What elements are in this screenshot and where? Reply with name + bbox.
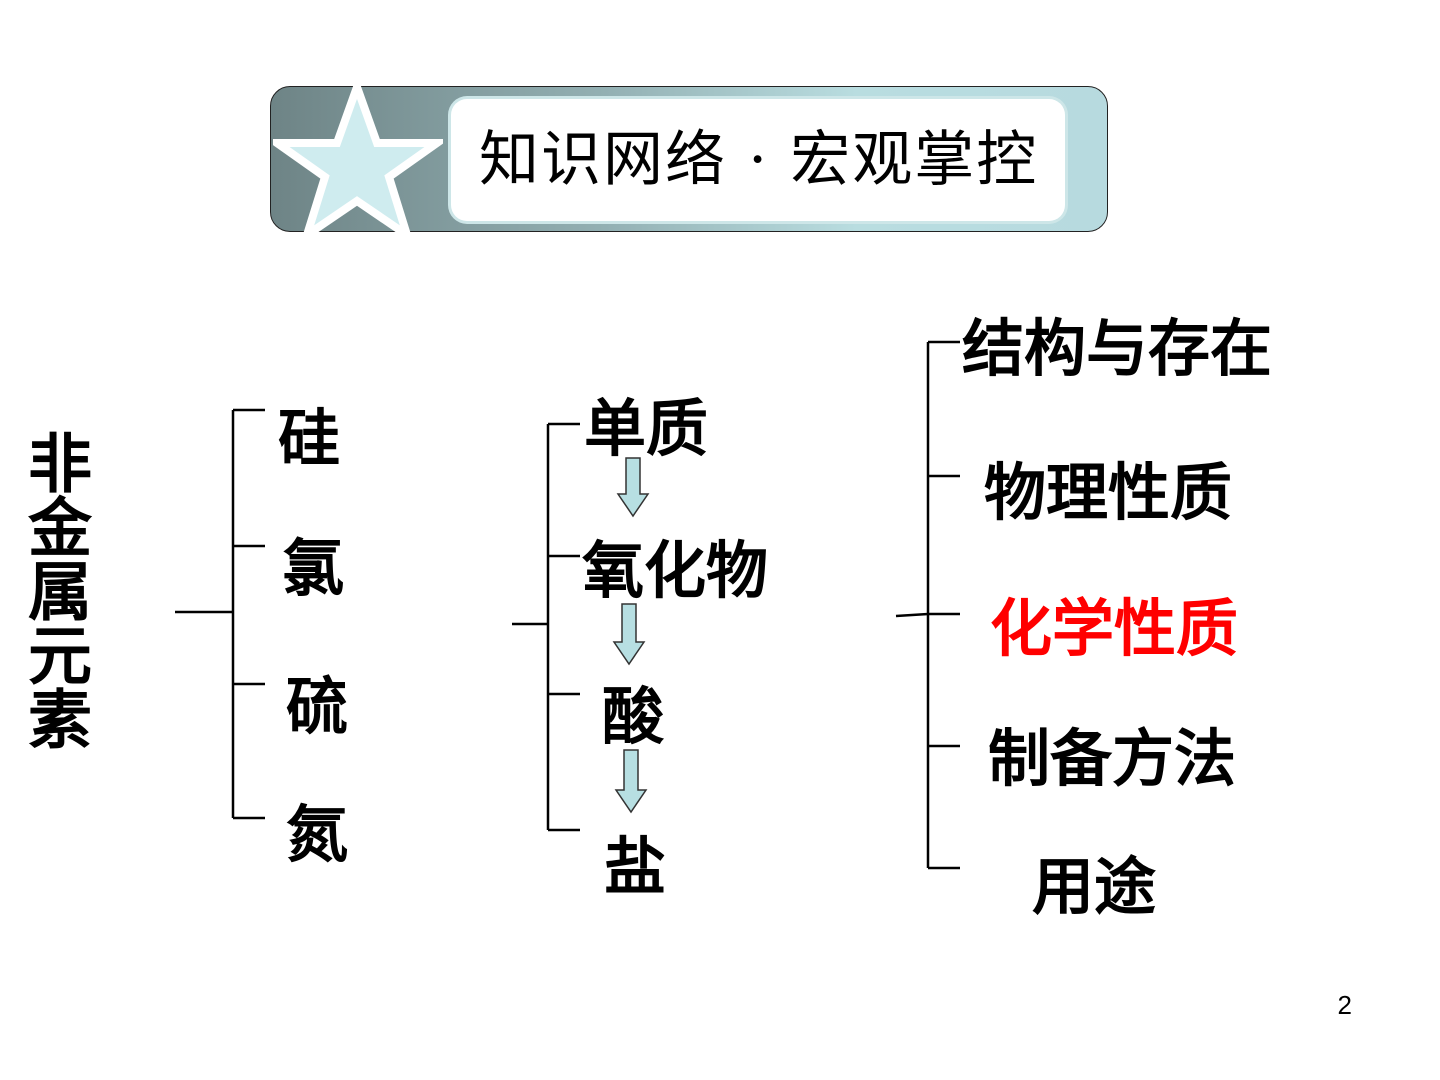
- aspect-label-highlighted: 化学性质: [990, 592, 1239, 665]
- aspect-label: 用途: [1032, 850, 1157, 923]
- substance-label: 单质: [584, 392, 709, 465]
- substance-label: 酸: [602, 680, 665, 753]
- aspect-label: 物理性质: [984, 456, 1233, 529]
- root-label: 非金属元素: [17, 430, 91, 750]
- element-label: 硅: [278, 402, 341, 475]
- element-label: 氯: [282, 532, 345, 605]
- arrow-down-icon: [614, 749, 648, 814]
- header-banner: 知识网络 · 宏观掌控: [270, 81, 1108, 241]
- aspect-label: 结构与存在: [962, 312, 1273, 385]
- arrow-down-icon: [616, 457, 650, 518]
- arrow-down-icon: [612, 603, 646, 666]
- element-label: 氮: [286, 798, 349, 871]
- page-title: 知识网络 · 宏观掌控: [479, 125, 1039, 195]
- substance-label: 氧化物: [582, 534, 769, 607]
- aspect-label: 制备方法: [988, 722, 1237, 795]
- star-icon: [273, 81, 443, 241]
- element-label: 硫: [286, 670, 349, 743]
- page-number: 2: [1337, 990, 1352, 1020]
- aspects-connector: [895, 612, 929, 618]
- header-title-box: 知识网络 · 宏观掌控: [451, 99, 1065, 221]
- substance-label: 盐: [604, 830, 667, 903]
